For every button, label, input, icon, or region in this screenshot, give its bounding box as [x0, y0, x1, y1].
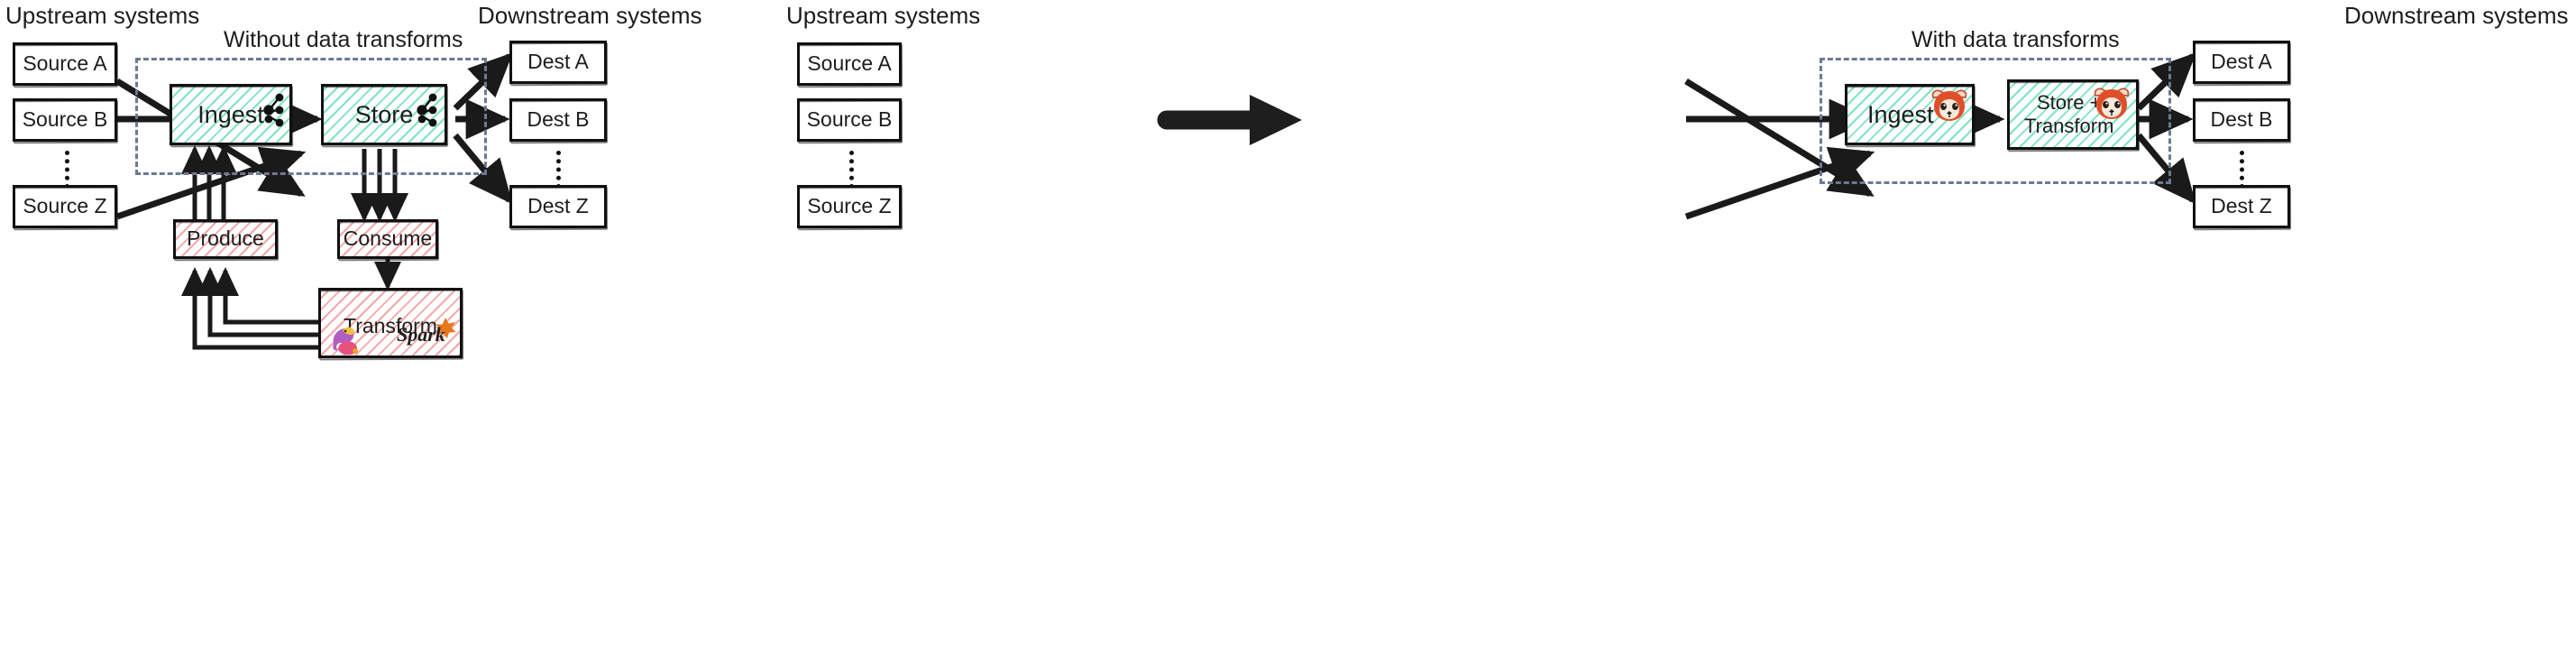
left-source-a[interactable]: Source A — [13, 42, 117, 86]
left-platform-boundary — [135, 58, 487, 175]
apache-spark-icon: Spark — [397, 318, 460, 353]
right-platform-boundary — [1820, 58, 2171, 184]
right-panel-title: With data transforms — [1911, 27, 2120, 52]
redpanda-icon — [1930, 88, 1969, 123]
right-source-a[interactable]: Source A — [797, 42, 902, 86]
left-node-transform[interactable]: Transform — [318, 288, 463, 358]
apache-kafka-icon — [260, 92, 290, 128]
right-dests-ellipsis — [2240, 151, 2244, 189]
left-downstream-heading: Downstream systems — [478, 2, 702, 29]
left-dests-ellipsis — [556, 151, 561, 189]
store-transform-line1: Store + — [2036, 90, 2102, 114]
left-dest-b[interactable]: Dest B — [509, 98, 607, 142]
center-arrow — [1157, 95, 1302, 145]
right-source-b[interactable]: Source B — [797, 98, 902, 142]
apache-kafka-icon — [413, 92, 444, 128]
apache-flink-icon — [326, 320, 364, 356]
left-panel-title: Without data transforms — [224, 27, 463, 52]
svg-text:Spark: Spark — [397, 323, 445, 346]
left-node-store[interactable]: Store — [321, 84, 447, 145]
right-sources-ellipsis — [849, 151, 854, 189]
left-node-produce[interactable]: Produce — [173, 219, 278, 259]
left-source-z[interactable]: Source Z — [13, 185, 117, 228]
left-dest-z[interactable]: Dest Z — [509, 185, 607, 228]
store-transform-line2: Transform — [2024, 115, 2114, 137]
left-node-consume[interactable]: Consume — [337, 219, 438, 259]
right-dest-b[interactable]: Dest B — [2193, 98, 2290, 142]
right-source-z[interactable]: Source Z — [797, 185, 902, 228]
right-upstream-heading: Upstream systems — [786, 2, 981, 29]
left-upstream-heading: Upstream systems — [5, 2, 200, 29]
left-sources-ellipsis — [65, 151, 69, 189]
left-source-b[interactable]: Source B — [13, 98, 117, 142]
right-dest-z[interactable]: Dest Z — [2193, 185, 2290, 228]
left-node-ingest[interactable]: Ingest — [170, 84, 292, 145]
left-dest-a[interactable]: Dest A — [509, 41, 607, 84]
right-dest-a[interactable]: Dest A — [2193, 41, 2290, 84]
redpanda-icon — [2092, 87, 2131, 121]
right-downstream-heading: Downstream systems — [2344, 2, 2569, 29]
